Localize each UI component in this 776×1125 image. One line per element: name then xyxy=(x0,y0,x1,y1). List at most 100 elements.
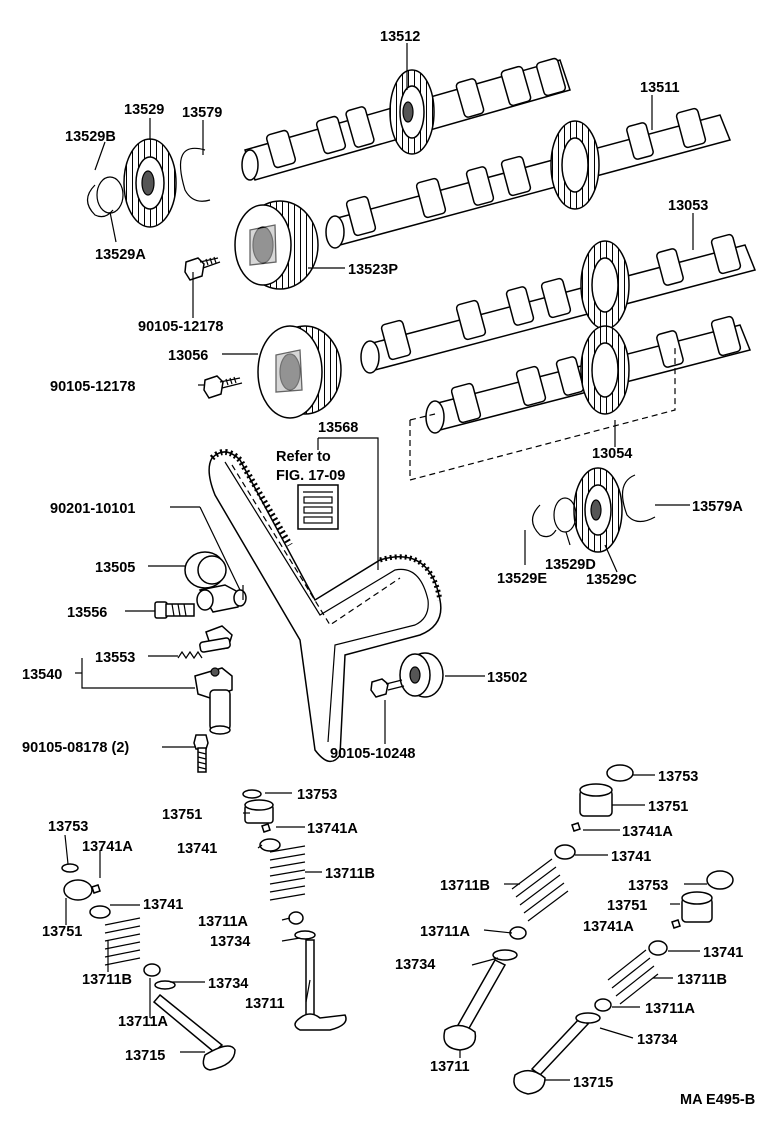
label-13502: 13502 xyxy=(487,670,527,686)
label-13741-c: 13741 xyxy=(611,849,651,865)
label-13553: 13553 xyxy=(95,650,135,666)
bolt-13556 xyxy=(154,601,195,619)
tensioner-13505 xyxy=(184,551,247,613)
label-13529a: 13529A xyxy=(95,247,146,263)
label-13741a-d: 13741A xyxy=(583,919,634,935)
valve-13711-a xyxy=(294,939,347,1031)
label-13711a-a: 13711A xyxy=(198,914,249,930)
label-13741-b: 13741 xyxy=(143,897,183,913)
key-13741a-c xyxy=(571,822,581,832)
label-13751-c: 13751 xyxy=(648,799,688,815)
label-13753-a: 13753 xyxy=(297,787,337,803)
label-13734-c: 13734 xyxy=(395,957,435,973)
seal-13711a-d xyxy=(594,998,612,1012)
retainer-13741-d xyxy=(648,940,668,956)
camshaft-13053 xyxy=(360,233,757,374)
label-13579: 13579 xyxy=(182,105,222,121)
pulley-13056 xyxy=(257,325,342,419)
seal-13711a-b xyxy=(288,911,304,925)
label-13711b-a: 13711B xyxy=(325,866,375,882)
key-13741a-d xyxy=(671,919,681,929)
label-13523p: 13523P xyxy=(348,262,398,278)
label-90105-10248: 90105-10248 xyxy=(330,746,415,762)
label-13579a: 13579A xyxy=(692,499,743,515)
pulley-13523p xyxy=(234,200,319,290)
gear-13529c xyxy=(573,467,623,553)
label-13734-a: 13734 xyxy=(210,934,250,950)
part-labels: 13512 13511 13529 13579 13529B 13529A 13… xyxy=(22,29,755,1108)
camshaft-13512 xyxy=(241,57,571,181)
key-13741a-a xyxy=(91,884,101,894)
label-13529e: 13529E xyxy=(497,571,547,587)
label-13529: 13529 xyxy=(124,102,164,118)
lifter-13751-b xyxy=(242,789,274,824)
label-13734-d: 13734 xyxy=(637,1032,677,1048)
label-13753-b: 13753 xyxy=(48,819,88,835)
seal-13711a-a xyxy=(143,963,161,977)
bracket-13540 xyxy=(194,667,233,735)
camshaft-13054 xyxy=(425,315,752,434)
valve-13711-b xyxy=(443,959,507,1051)
label-13056: 13056 xyxy=(168,348,208,364)
bolt-90105-10248 xyxy=(370,678,405,698)
label-13511: 13511 xyxy=(640,80,680,96)
label-13568: 13568 xyxy=(318,420,358,436)
label-90201-10101: 90201-10101 xyxy=(50,501,135,517)
valve-13715-a xyxy=(152,993,236,1071)
spring-13711b-c xyxy=(511,858,569,922)
ring-13579a xyxy=(621,474,656,523)
spring-13553 xyxy=(177,650,203,660)
label-13711a-b: 13711A xyxy=(118,1014,169,1030)
label-90105-12178-a: 90105-12178 xyxy=(138,319,223,335)
seat-13734-c xyxy=(492,949,518,961)
lifter-13751-d xyxy=(681,870,734,923)
label-13711-b: 13711 xyxy=(430,1059,470,1075)
label-13741a-c: 13741A xyxy=(622,824,673,840)
seat-13734-a xyxy=(154,980,176,990)
label-refer-fig: FIG. 17-09 xyxy=(276,468,345,484)
valve-13715-b xyxy=(513,1016,590,1095)
label-13505: 13505 xyxy=(95,560,135,576)
ring-13529e xyxy=(531,504,557,538)
label-13753-d: 13753 xyxy=(628,878,668,894)
label-13711b-b: 13711B xyxy=(82,972,132,988)
label-13711a-d: 13711A xyxy=(645,1001,696,1017)
label-13751-b: 13751 xyxy=(42,924,82,940)
retainer-13741-a xyxy=(89,905,111,919)
label-13741a-b: 13741A xyxy=(82,839,133,855)
seat-13734-b xyxy=(294,930,316,940)
label-13512: 13512 xyxy=(380,29,420,45)
label-13054: 13054 xyxy=(592,446,632,462)
lifter-13751-a xyxy=(61,863,93,901)
label-13540: 13540 xyxy=(22,667,62,683)
label-13711a-c: 13711A xyxy=(420,924,471,940)
diagram-code: MA E495-B xyxy=(680,1092,755,1108)
spring-13711b-d xyxy=(607,949,659,1005)
label-13529c: 13529C xyxy=(586,572,637,588)
key-13741a-b xyxy=(261,823,271,833)
label-13715-b: 13715 xyxy=(573,1075,613,1091)
label-13751-a: 13751 xyxy=(162,807,202,823)
bolt-90105-12178-a xyxy=(184,256,221,281)
retainer-13741-b xyxy=(259,838,281,852)
label-13741a-a: 13741A xyxy=(307,821,358,837)
label-13734-b: 13734 xyxy=(208,976,248,992)
label-13529b: 13529B xyxy=(65,129,116,145)
spring-13711b-b xyxy=(269,845,306,901)
gear-13529 xyxy=(86,138,211,228)
leader-lines xyxy=(64,43,707,1081)
label-13556: 13556 xyxy=(67,605,107,621)
camshaft-13511 xyxy=(325,107,732,249)
seat-13734-d xyxy=(575,1012,601,1024)
retainer-13741-c xyxy=(554,844,576,860)
rod-13553 xyxy=(199,625,233,653)
label-13711b-d: 13711B xyxy=(677,972,727,988)
spring-13711b-a xyxy=(104,917,141,966)
seal-13711a-c xyxy=(509,926,527,940)
dashed-bracket xyxy=(409,345,676,481)
label-90105-12178-b: 90105-12178 xyxy=(50,379,135,395)
label-90105-08178: 90105-08178 (2) xyxy=(22,740,129,756)
timing-belt xyxy=(208,449,443,763)
label-13053: 13053 xyxy=(668,198,708,214)
